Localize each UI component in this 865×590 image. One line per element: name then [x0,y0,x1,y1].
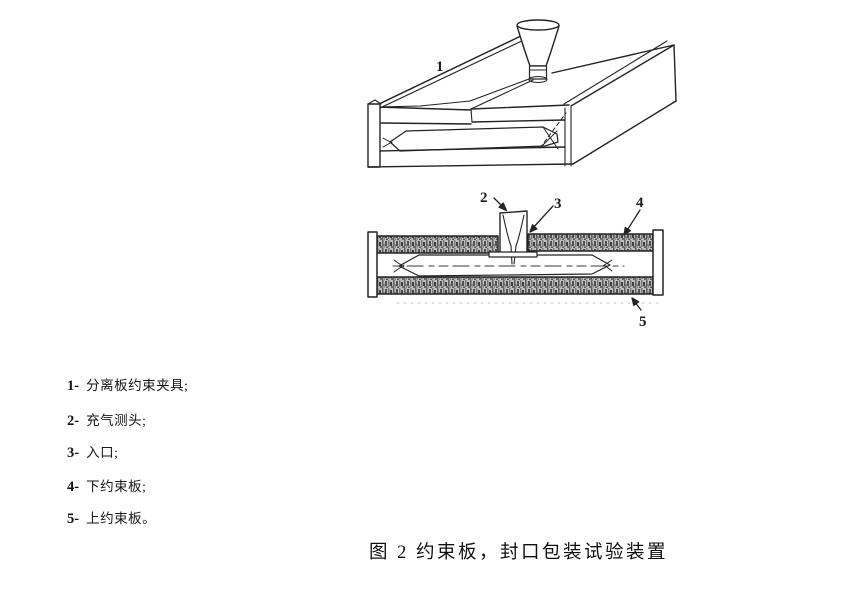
figure-caption: 图 2 约束板，封口包装试验装置 [369,543,669,563]
left-end-cap [367,103,381,168]
callout-2: 2 [480,190,488,206]
right-end-cap [564,106,572,167]
section-right-cap [652,229,664,296]
inlet-seal-bar [488,251,538,258]
legend-item-label: 分离板约束夹具; [86,378,189,393]
slot-line-left [378,78,530,108]
legend-item-3: 3- 入口; [67,441,118,462]
callout-3: 3 [554,196,562,212]
legend-item-number: 5- [67,511,80,527]
callout-5: 5 [639,314,647,330]
pouch-hidden-fold [539,112,567,149]
legend-item-number: 2- [67,413,80,429]
legend-item-label: 上约束板。 [86,511,157,526]
legend-item-number: 4- [67,479,80,495]
funnel-stem [528,65,548,80]
legend-item-label: 下约束板; [86,479,147,494]
section-left-cap [367,231,378,298]
top-view-diagram: 1 [367,19,677,168]
legend-item-5: 5- 上约束板。 [67,507,156,528]
pouch-fold-lines [542,126,559,150]
legend-item-1: 1- 分离板约束夹具; [67,374,188,395]
slot-jog [470,108,473,123]
legend-item-label: 充气测头; [86,413,147,428]
funnel [516,19,560,84]
slot-line-right [470,79,534,110]
lower-plate [376,276,654,295]
legend-item-2: 2- 充气测头; [67,409,146,430]
pouch-left-crease [382,137,393,148]
callout-4: 4 [636,195,644,211]
section-view-diagram: 2 3 4 5 [367,190,664,330]
legend-item-number: 1- [67,378,80,394]
box-side-face [572,45,676,165]
package-left-crease [393,259,405,273]
legend-item-4: 4- 下约束板; [67,475,146,496]
funnel-mouth [516,19,560,31]
funnel-collar [528,75,548,84]
figure-diagrams: 1 [367,19,677,330]
box-back-left-edge [376,34,524,106]
legend-item-label: 入口; [86,445,119,460]
package-right-crease [602,259,613,272]
callout-1: 1 [436,59,444,75]
callout-arrows [493,197,642,311]
upper-plate-left [376,235,499,254]
legend-item-number: 3- [67,445,80,461]
upper-plate-right [527,233,654,252]
